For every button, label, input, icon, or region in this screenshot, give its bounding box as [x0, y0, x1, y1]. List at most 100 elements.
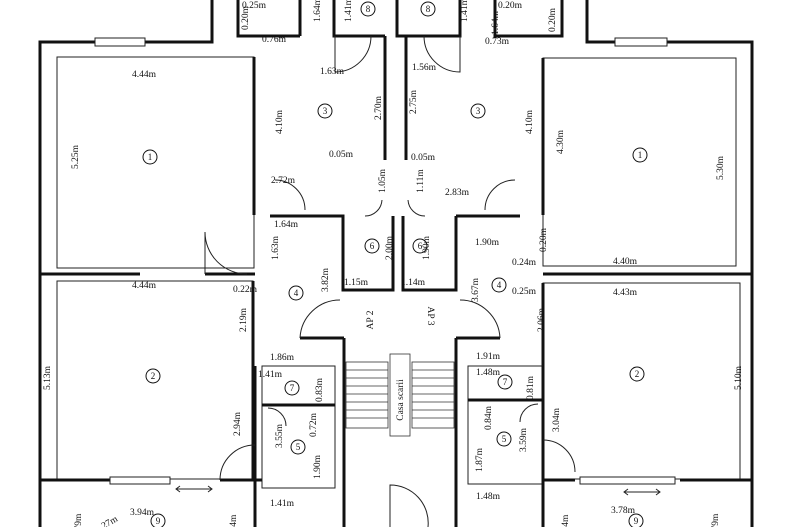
dimension-label: 1.64m — [313, 0, 323, 22]
dimension-label: 4.40m — [613, 257, 638, 267]
dimension-label: Casa scarii — [396, 379, 406, 421]
dimension-label: 1.41m — [344, 0, 354, 22]
room-number-7: 7 — [497, 374, 513, 390]
room-number-6: 6 — [364, 238, 380, 254]
dimension-label: 2.06m — [537, 307, 547, 332]
room-circle — [470, 103, 486, 119]
room-circle — [497, 374, 513, 390]
stairs — [345, 353, 455, 437]
dimension-label: 2.70m — [374, 95, 384, 120]
room-number-text: 6 — [370, 241, 375, 251]
doors — [204, 35, 576, 527]
dimension-label: 2.19m — [239, 307, 249, 332]
dimension-label: 2.75m — [409, 89, 419, 114]
room-number-text: 3 — [476, 106, 481, 116]
room-number-5: 5 — [290, 439, 306, 455]
dimension-label: 1.91m — [476, 352, 501, 362]
room-number-7: 7 — [284, 380, 300, 396]
dimension-label: 1.56m — [412, 63, 437, 73]
room-circle — [145, 368, 161, 384]
dimension-label: 0.20m — [241, 5, 251, 30]
room-number-9: 9 — [628, 513, 644, 527]
dimension-label: 79m — [711, 513, 721, 527]
room-circle — [360, 1, 376, 17]
dimension-label: 5.10m — [734, 365, 744, 390]
dimension-label: 2.83m — [445, 188, 470, 198]
room-circle — [142, 149, 158, 165]
dimension-label: 1.41m — [270, 499, 295, 509]
dimension-label: 1.11m — [416, 169, 426, 193]
room-circle — [496, 431, 512, 447]
room-number-text: 4 — [497, 280, 502, 290]
dimension-label: 0.25m — [242, 1, 267, 11]
dimension-label: 4.10m — [525, 109, 535, 134]
dimension-label: 2.00m — [385, 235, 395, 260]
room-number-text: 7 — [290, 383, 295, 393]
room-number-text: 3 — [323, 106, 328, 116]
dimension-label: 1.41m — [258, 370, 283, 380]
dimension-label: AP 2 — [366, 310, 376, 329]
room-number-text: 2 — [635, 369, 640, 379]
room-number-4: 4 — [491, 277, 507, 293]
room-circle — [412, 238, 428, 254]
room-number-text: 8 — [426, 4, 431, 14]
dimension-label: 4.10m — [275, 109, 285, 134]
dimension-label: 1.05m — [378, 168, 388, 193]
dimension-label: 0.76m — [262, 35, 287, 45]
room-circle — [150, 513, 166, 527]
room-number-text: 5 — [502, 434, 507, 444]
room-number-5: 5 — [496, 431, 512, 447]
dimension-label: 1.86m — [270, 353, 295, 363]
room-number-text: 6 — [418, 241, 423, 251]
dimension-label: 4.30m — [556, 129, 566, 154]
room-circle — [628, 513, 644, 527]
dimension-label: 0.84m — [484, 405, 494, 430]
dimension-label: 2.72m — [271, 176, 296, 186]
dimension-label: 4.43m — [613, 288, 638, 298]
room-circle — [420, 1, 436, 17]
dimension-label: 0.83m — [315, 377, 325, 402]
dimension-label: 3.94m — [130, 508, 155, 518]
room-circle — [317, 103, 333, 119]
dimension-label: 4.44m — [132, 281, 157, 291]
room-number-text: 1 — [148, 152, 153, 162]
room-number-text: 5 — [296, 442, 301, 452]
dimension-label: AP 3 — [425, 307, 435, 326]
dimension-label: 1.41m — [460, 0, 470, 22]
dimension-label: 79m — [74, 513, 84, 527]
dimension-label: 0.24m — [512, 258, 537, 268]
room-number-4: 4 — [288, 285, 304, 301]
room-number-text: 2 — [151, 371, 156, 381]
dimension-label: 1.48m — [476, 368, 501, 378]
dimension-label: 0.81m — [526, 375, 536, 400]
dimension-label: 1.48m — [476, 492, 501, 502]
dimension-labels: 0.25m 1.64m 1.41m 0.20m 0.76m 1.63m 1.56m 0.20m… — [43, 0, 744, 527]
dimension-label: 94m — [561, 514, 571, 527]
dimension-label: 0.05m — [411, 153, 436, 163]
dimension-label: 27m — [100, 514, 120, 527]
room-circle — [288, 285, 304, 301]
dimension-label: 1.90m — [422, 235, 432, 260]
dimension-label: 1.90m — [313, 454, 323, 479]
room-number-text: 9 — [634, 516, 639, 526]
dimension-label: 0.20m — [498, 1, 523, 11]
dimension-label: 0.73m — [485, 37, 510, 47]
direction-arrows — [175, 485, 661, 496]
dimension-label: 1.63m — [320, 67, 345, 77]
dimension-label: 1.64m — [491, 10, 501, 35]
dimension-label: 0.05m — [329, 150, 354, 160]
dimension-label: 5.30m — [716, 155, 726, 180]
dimension-label: 5.25m — [71, 144, 81, 169]
room-circle — [284, 380, 300, 396]
dimension-label: 0.20m — [548, 7, 558, 32]
room-circle — [632, 147, 648, 163]
windows — [94, 37, 676, 485]
dimension-label: 3.82m — [321, 267, 331, 292]
room-number-text: 8 — [366, 4, 371, 14]
room-number-9: 9 — [150, 513, 166, 527]
dimension-label: 3.59m — [519, 427, 529, 452]
room-number-2: 2 — [629, 366, 645, 382]
dimension-label: 94m — [229, 514, 239, 527]
